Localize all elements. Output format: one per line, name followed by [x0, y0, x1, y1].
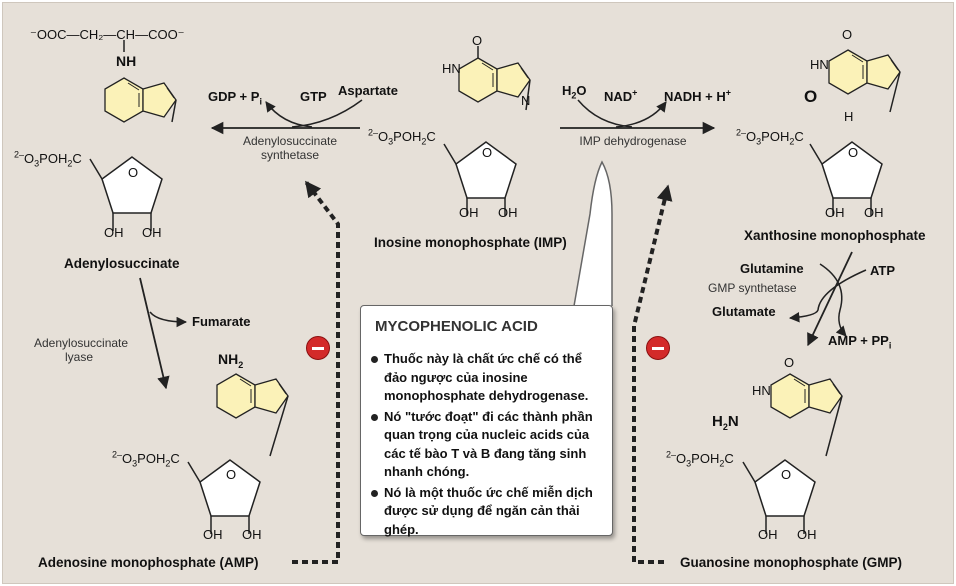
aspartate: Aspartate: [338, 83, 398, 98]
oh-label: OH: [242, 527, 262, 542]
carbonyl-o: O: [842, 27, 853, 42]
oh-label: OH: [758, 527, 778, 542]
gtp: GTP: [300, 89, 327, 104]
arrow-adenylosuccinate-lyase: [139, 277, 188, 390]
enzyme-adenylosuccinate-synthetase: Adenylosuccinate synthetase: [242, 134, 338, 162]
inhibition-lines: [292, 180, 673, 564]
callout-pointer: [573, 160, 613, 307]
phosphate-gmp: 2–O3POH2C: [666, 449, 734, 469]
phosphate-amp: 2–O3POH2C: [112, 449, 180, 469]
arrow-adenylosuccinate-synthetase: [210, 99, 363, 135]
inhibition-sign-left: [306, 336, 330, 360]
enzyme-imp-dehydrogenase: IMP dehydrogenase: [579, 134, 687, 148]
ring-o: O: [128, 165, 139, 180]
gmp-label: Guanosine monophosphate (GMP): [680, 555, 902, 570]
xmp-structure: [809, 49, 901, 217]
ring-h: H: [844, 109, 854, 124]
oh-label: OH: [142, 225, 162, 240]
amp-ppi: AMP + PPi: [828, 333, 892, 351]
carbonyl-o: O: [472, 33, 483, 48]
nad-plus: NAD+: [604, 87, 638, 104]
ring-o: O: [781, 467, 792, 482]
ring-o: O: [482, 145, 493, 160]
atp: ATP: [870, 263, 896, 278]
enzyme-gmp-synthetase: GMP synthetase: [708, 281, 797, 295]
gmp-structure: [742, 373, 843, 535]
h2n-label: H2N: [712, 413, 739, 432]
oh-label: OH: [864, 205, 884, 220]
carbonyl-o-bold: O: [804, 87, 818, 106]
succinyl-group: ⁻OOC—CH₂—CH—COO⁻: [30, 27, 185, 42]
arrow-imp-dehydrogenase: [560, 99, 716, 135]
amp-label: Adenosine monophosphate (AMP): [38, 555, 259, 570]
glutamate: Glutamate: [712, 304, 776, 319]
callout-item: Nó "tước đoạt" đi các thành phần quan tr…: [371, 408, 607, 482]
phosphate-adenylosuccinate: 2–O3POH2C: [14, 149, 82, 169]
oh-label: OH: [459, 205, 479, 220]
adenylosuccinate-label: Adenylosuccinate: [64, 256, 180, 271]
inhibition-sign-right: [646, 336, 670, 360]
hn-label: HN: [752, 383, 771, 398]
callout-item: Nó là một thuốc ức chế miễn dịch được sử…: [371, 484, 607, 540]
imp-label: Inosine monophosphate (IMP): [374, 235, 567, 250]
ring-n: N: [521, 93, 531, 108]
bullet-icon: [371, 489, 378, 497]
glutamine: Glutamine: [740, 261, 804, 276]
oh-label: OH: [797, 527, 817, 542]
adenylosuccinate-structure: [89, 40, 177, 232]
arrow-gmp-synthetase: [788, 251, 867, 347]
bullet-icon: [371, 413, 378, 421]
ring-o: O: [848, 145, 859, 160]
oh-label: OH: [203, 527, 223, 542]
hn-label: HN: [442, 61, 461, 76]
fumarate: Fumarate: [192, 314, 251, 329]
callout-item: Thuốc này là chất ức chế có thể đảo ngượ…: [371, 350, 607, 406]
gdp-pi: GDP + Pi: [208, 89, 262, 107]
mycophenolic-acid-callout: MYCOPHENOLIC ACID Thuốc này là chất ức c…: [360, 305, 613, 537]
oh-label: OH: [825, 205, 845, 220]
callout-title: MYCOPHENOLIC ACID: [375, 318, 538, 335]
ring-o: O: [226, 467, 237, 482]
phosphate-imp: 2–O3POH2C: [368, 127, 436, 147]
bullet-icon: [371, 356, 378, 363]
carbonyl-o: O: [784, 355, 795, 370]
hn-label: HN: [810, 57, 829, 72]
callout-list: Thuốc này là chất ức chế có thể đảo ngượ…: [371, 350, 607, 541]
xmp-label: Xanthosine monophosphate: [744, 228, 926, 243]
enzyme-adenylosuccinate-lyase: Adenylosuccinate lyase: [34, 336, 129, 364]
oh-label: OH: [498, 205, 518, 220]
imp-structure: [443, 46, 531, 217]
nh-label: NH: [116, 53, 137, 69]
amp-structure: [187, 373, 289, 535]
oh-label: OH: [104, 225, 124, 240]
nh2-label: NH2: [218, 351, 244, 370]
water: H2O: [562, 83, 587, 101]
phosphate-xmp: 2–O3POH2C: [736, 127, 804, 147]
nadh: NADH + H+: [664, 87, 732, 104]
